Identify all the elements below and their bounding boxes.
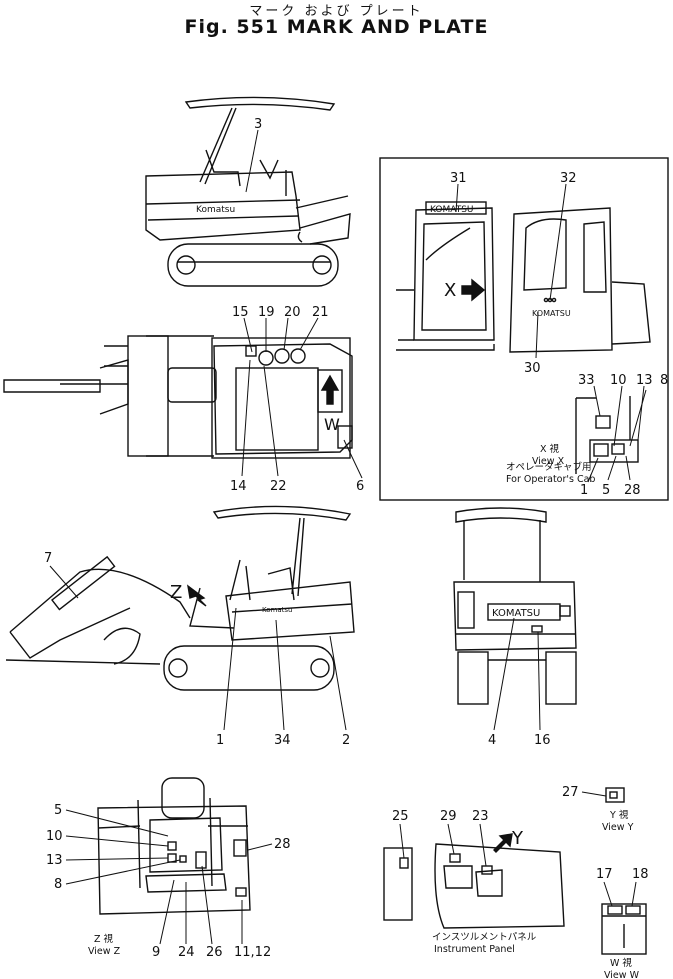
panel-caption-jp: インスツルメントパネル [432, 932, 537, 943]
z-arrow-icon [187, 584, 207, 607]
view-y-caption-jp: Y 視 [609, 809, 629, 821]
view-y-caption: View Y [602, 822, 634, 833]
excavator-side-view-top: Komatsu [145, 96, 351, 287]
y-arrow-icon [493, 833, 513, 853]
view-y-detail [605, 787, 625, 803]
svg-text:Komatsu: Komatsu [262, 606, 292, 614]
callout-17: 17 [596, 867, 613, 882]
cab-brand-label: KOMATSU [430, 205, 474, 215]
z-marker: Z [170, 582, 182, 603]
callout-11-12: 11,12 [234, 945, 271, 960]
cab-caption-jp: オペレータキャブ用 [506, 461, 592, 473]
callout-20: 20 [284, 305, 301, 320]
callout-23: 23 [472, 809, 489, 824]
callout-10: 10 [610, 373, 627, 388]
excavator-side-view-middle: Komatsu [5, 505, 355, 691]
callout-24: 24 [178, 945, 195, 960]
callout-13: 13 [636, 373, 653, 388]
callout-9: 9 [152, 945, 160, 960]
callout-14: 14 [230, 479, 247, 494]
callout-19: 19 [258, 305, 275, 320]
callout-28-z: 28 [274, 837, 291, 852]
callout-30: 30 [524, 361, 541, 376]
callout-15: 15 [232, 305, 249, 320]
callout-5: 5 [602, 483, 610, 498]
operator-cab-frame [379, 157, 669, 501]
plate-25-detail [383, 847, 413, 921]
view-z-caption-jp: Z 視 [94, 933, 114, 945]
view-x-caption-jp: X 視 [540, 443, 560, 455]
figure-title-jp: マーク および プレート [249, 4, 424, 19]
callout-6: 6 [356, 479, 364, 494]
operator-cab-rear: KOMATSU [509, 207, 651, 353]
callout-22: 22 [270, 479, 287, 494]
callout-18: 18 [632, 867, 649, 882]
callout-1: 1 [580, 483, 588, 498]
callout-3: 3 [254, 117, 262, 132]
panel-caption: Instrument Panel [434, 944, 515, 955]
callout-33: 33 [578, 373, 595, 388]
callout-8-z: 8 [54, 877, 62, 892]
callout-numbers: 3 15 19 20 21 14 22 6 31 32 30 33 10 13 … [44, 117, 668, 960]
callout-4: 4 [488, 733, 496, 748]
y-marker: Y [511, 828, 524, 849]
view-z-caption: View Z [88, 946, 121, 957]
callout-5-z: 5 [54, 803, 62, 818]
leader-lines [49, 129, 647, 945]
view-z-detail [97, 777, 251, 915]
callout-21: 21 [312, 305, 329, 320]
callout-32: 32 [560, 171, 577, 186]
callout-26: 26 [206, 945, 223, 960]
excavator-rear-view: KOMATSU [453, 507, 577, 705]
callout-27: 27 [562, 785, 579, 800]
excavator-top-view [3, 335, 353, 459]
view-x-caption: View X [532, 456, 565, 467]
cab-rear-brand-label: KOMATSU [532, 309, 571, 318]
callout-16: 16 [534, 733, 551, 748]
callout-2: 2 [342, 733, 350, 748]
callout-31: 31 [450, 171, 467, 186]
callout-8: 8 [660, 373, 668, 388]
svg-text:Komatsu: Komatsu [196, 205, 235, 215]
x-marker: X [444, 280, 456, 301]
callout-29: 29 [440, 809, 457, 824]
instrument-panel-detail [434, 843, 565, 929]
callout-1-side: 1 [216, 733, 224, 748]
view-w-caption-jp: W 視 [610, 957, 632, 969]
callout-10-z: 10 [46, 829, 63, 844]
callout-34: 34 [274, 733, 291, 748]
callout-13-z: 13 [46, 853, 63, 868]
figure-title: Fig. 551 MARK AND PLATE [184, 16, 489, 38]
callout-28: 28 [624, 483, 641, 498]
view-w-detail [601, 903, 647, 955]
x-arrow-icon [461, 278, 486, 302]
rear-brand-label: KOMATSU [492, 608, 540, 619]
view-w-caption: View W [604, 970, 640, 979]
w-marker: W [324, 415, 340, 434]
callout-7: 7 [44, 551, 52, 566]
callout-25: 25 [392, 809, 409, 824]
cab-caption: For Operator's Cab [506, 474, 595, 485]
operator-cab-side: KOMATSU [396, 201, 495, 351]
